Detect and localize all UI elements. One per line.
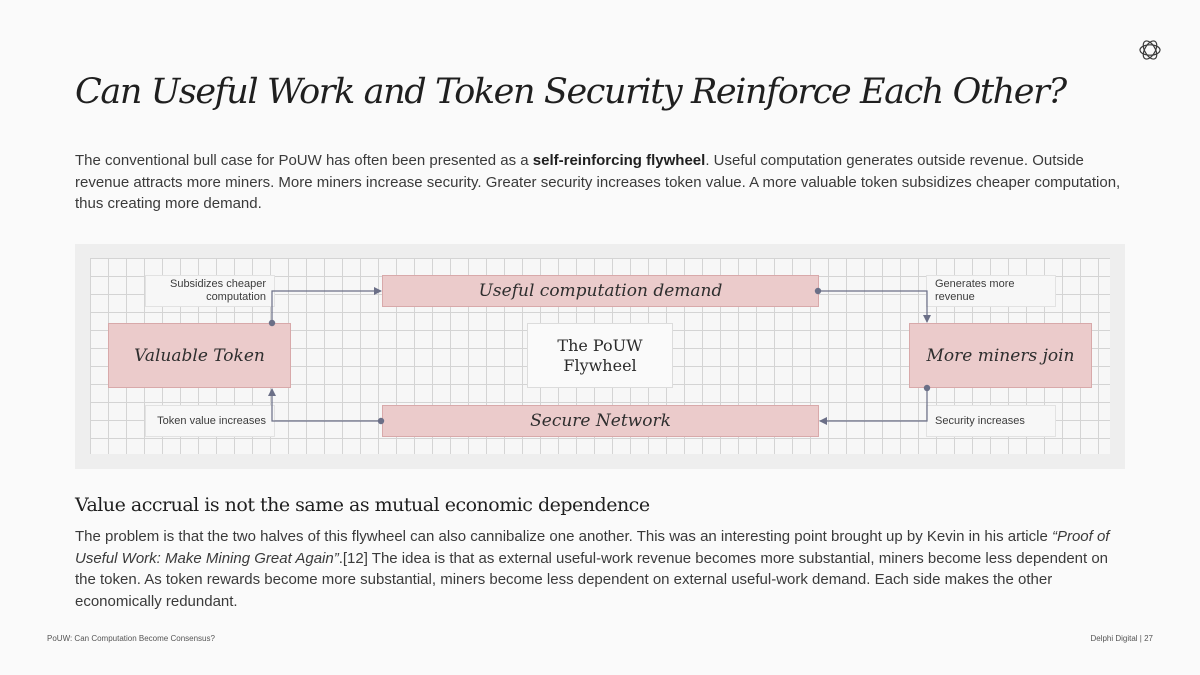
- article-title: “Proof of Useful Work: Make Mining Great…: [75, 528, 1110, 567]
- page-title: Can Useful Work and Token Security Reinf…: [75, 72, 1067, 112]
- edge-label-security: Security increases: [926, 405, 1056, 437]
- arrow-start-dot: [377, 417, 385, 425]
- section-heading: Value accrual is not the same as mutual …: [75, 494, 650, 516]
- flywheel-arrows: [268, 287, 931, 425]
- arrow-miners-to-secure: [819, 388, 928, 425]
- flywheel-center-label: The PoUW Flywheel: [527, 323, 673, 388]
- section-paragraph: The problem is that the two halves of th…: [75, 528, 1110, 610]
- arrow-useful-to-miners: [818, 290, 931, 323]
- footer-page-number: Delphi Digital | 27: [1090, 634, 1153, 643]
- edge-label-subsidizes: Subsidizes cheaper computation: [145, 275, 275, 307]
- arrow-start-dot: [268, 319, 276, 327]
- flywheel-diagram: Subsidizes cheaper computation Generates…: [75, 244, 1125, 469]
- node-valuable-token: Valuable Token: [108, 323, 291, 388]
- arrow-start-dot: [923, 384, 931, 392]
- arrow-secure-to-token: [268, 388, 381, 422]
- intro-bold-phrase: self-reinforcing flywheel: [532, 152, 706, 169]
- node-secure-network: Secure Network: [382, 405, 819, 437]
- arrow-start-dot: [814, 287, 822, 295]
- edge-label-generates: Generates more revenue: [926, 275, 1056, 307]
- intro-paragraph: The conventional bull case for PoUW has …: [75, 152, 1121, 212]
- edge-label-token-value: Token value increases: [145, 405, 275, 437]
- node-more-miners: More miners join: [909, 323, 1092, 388]
- arrow-token-to-useful: [271, 287, 382, 323]
- footer-report-title: PoUW: Can Computation Become Consensus?: [47, 634, 215, 643]
- node-useful-computation: Useful computation demand: [382, 275, 819, 307]
- delphi-logo-icon: [1139, 40, 1161, 60]
